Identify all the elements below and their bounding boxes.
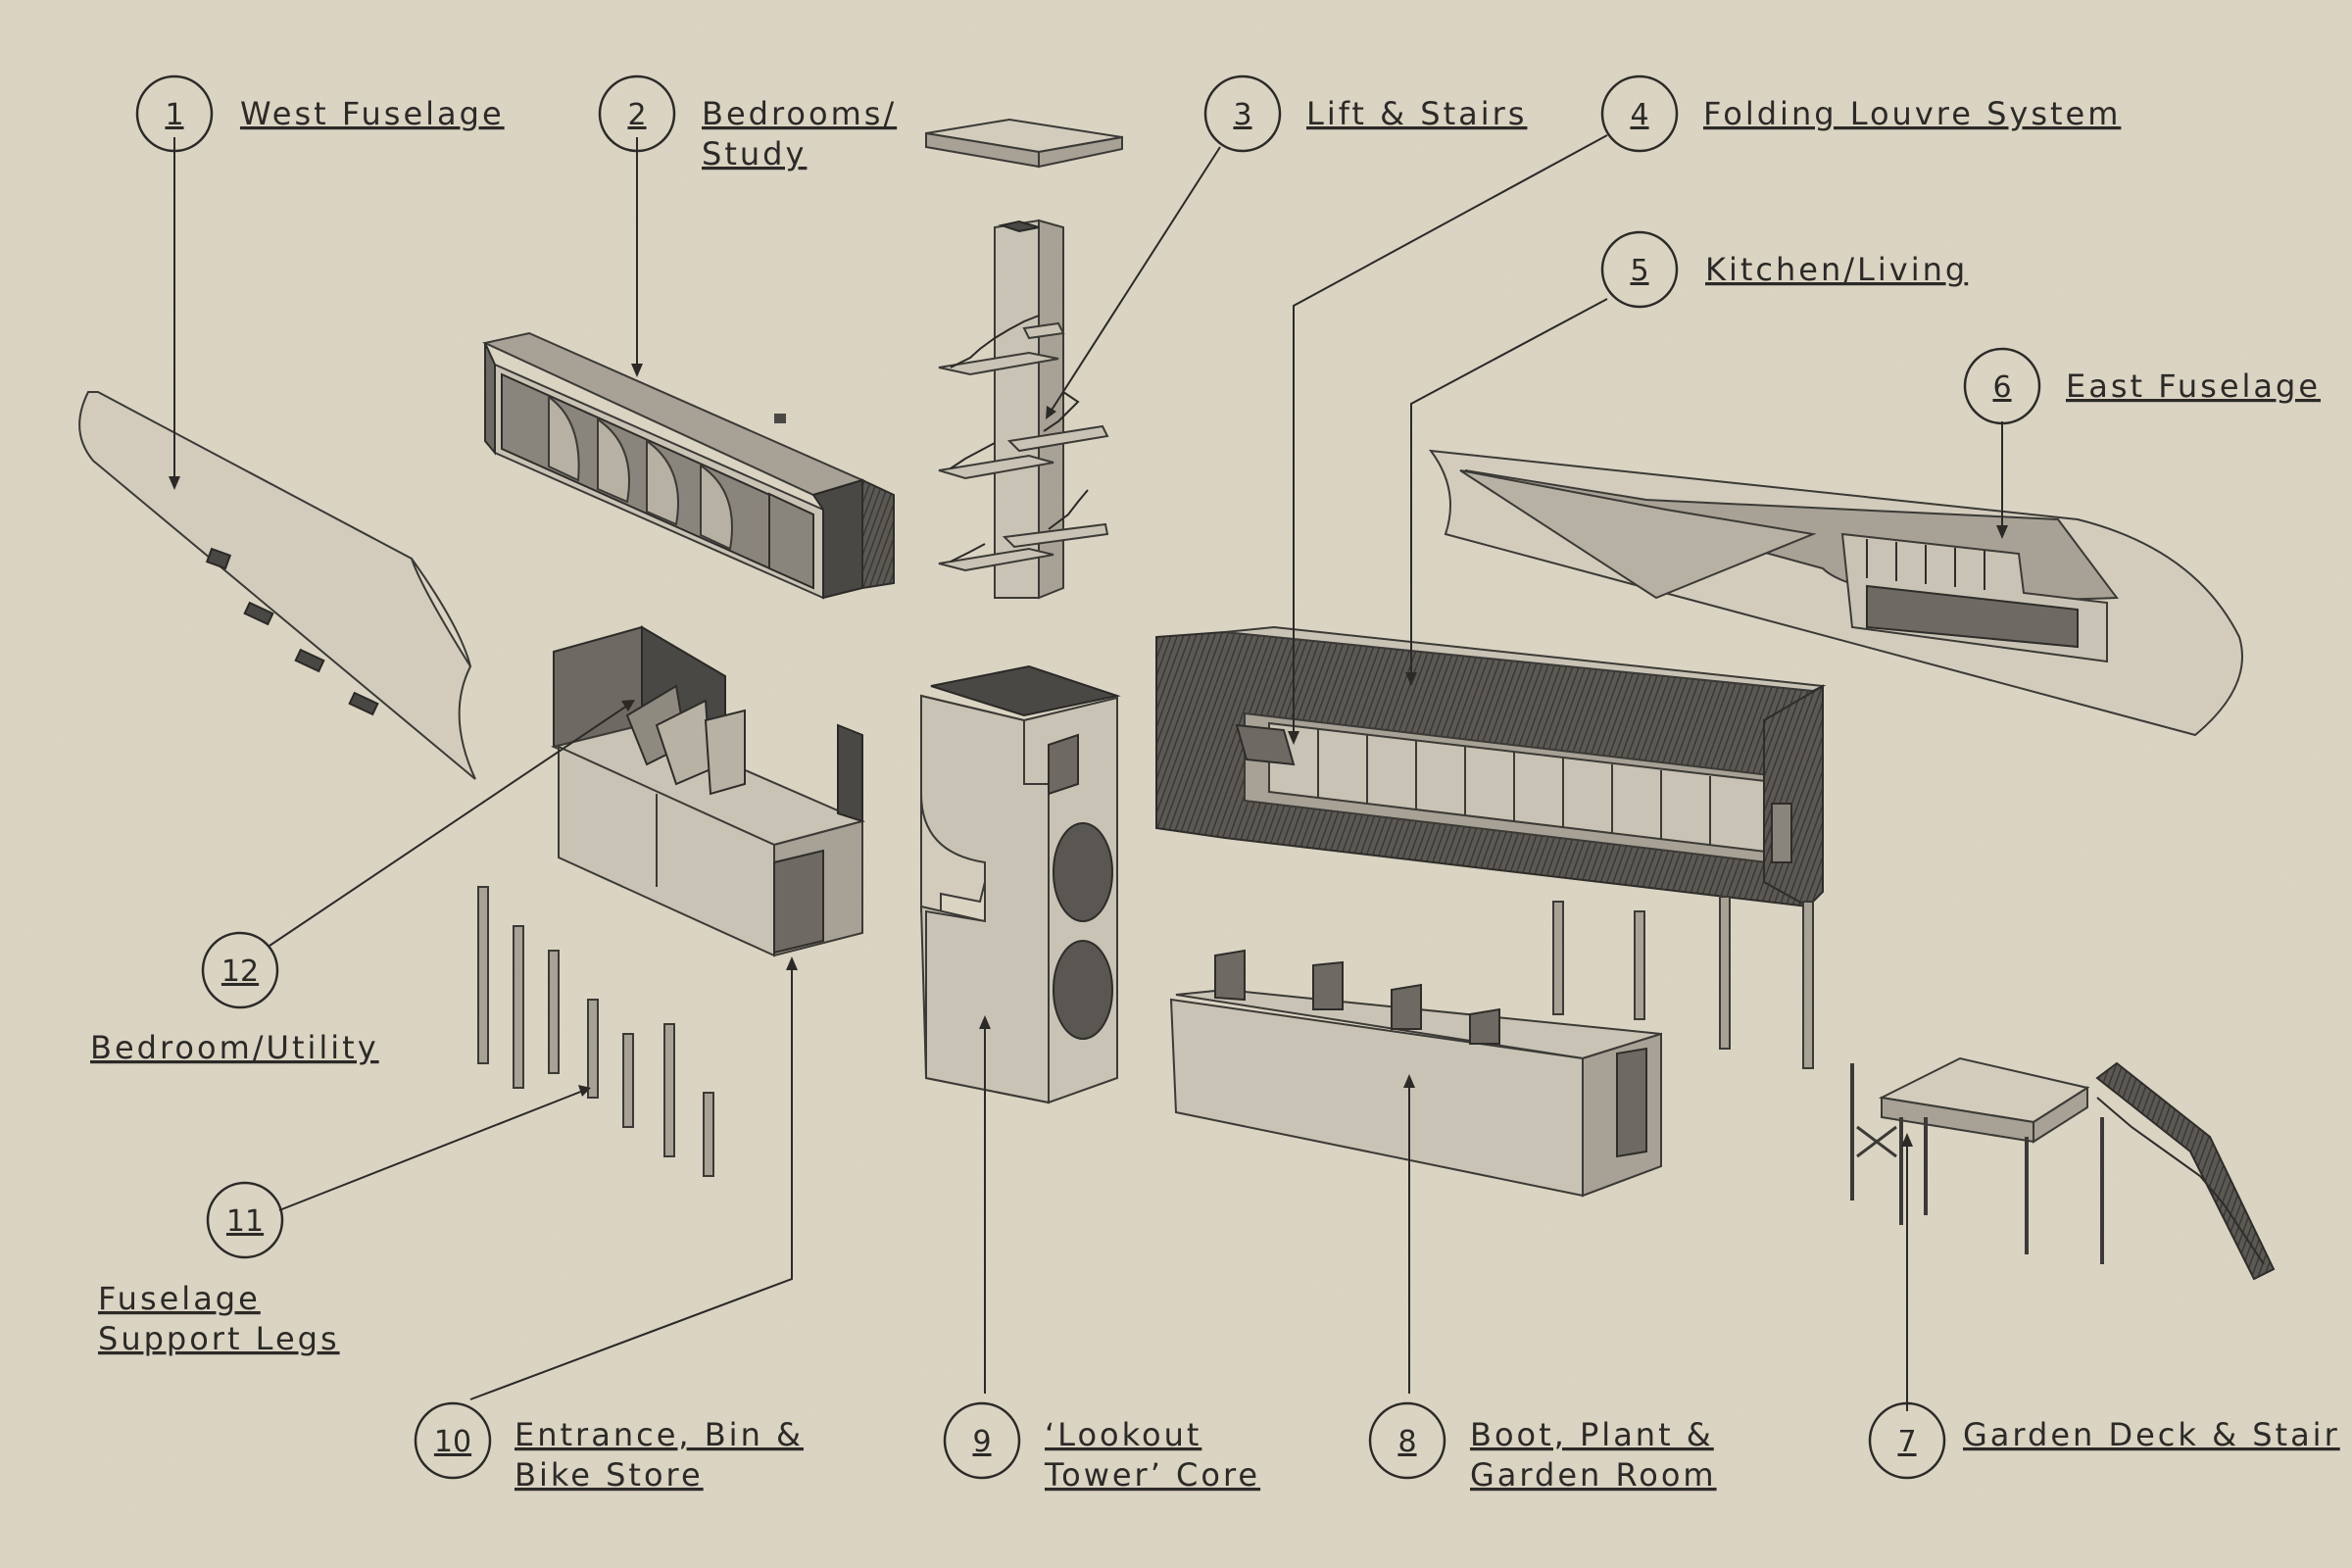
lift-stairs-drawing (925, 118, 1123, 600)
callout-11-label-line-1: Fuselage (98, 1280, 261, 1317)
callout-2: 2 Bedrooms/ Study (598, 74, 897, 172)
callout-9: 9 ‘Lookout Tower’ Core (943, 1401, 1260, 1494)
callout-6-number: 6 (1992, 370, 2011, 405)
west-fuselage-drawing (78, 391, 476, 780)
callout-9-ring (943, 1401, 1021, 1480)
support-legs-drawing (477, 886, 714, 1177)
callout-9-label-line-2: Tower’ Core (1044, 1456, 1260, 1494)
callout-5-label: Kitchen/Living (1705, 251, 1968, 288)
callout-3-ring (1203, 74, 1282, 153)
callout-5: 5 Kitchen/Living (1600, 230, 1968, 309)
callout-10-label-line-2: Bike Store (514, 1456, 704, 1494)
kitchen-living-drawing (1155, 625, 1827, 1069)
callout-4-number: 4 (1630, 98, 1648, 132)
callout-10: 10 Entrance, Bin & Bike Store (414, 1401, 804, 1494)
callout-12: 12 Bedroom/Utility (90, 931, 379, 1066)
callout-6: 6 East Fuselage (1963, 347, 2321, 425)
callout-11-ring (206, 1181, 284, 1259)
boot-plant-garden-room-drawing (1169, 949, 1662, 1198)
callout-10-number: 10 (434, 1425, 471, 1459)
callout-8: 8 Boot, Plant & Garden Room (1368, 1401, 1717, 1494)
callout-2-number: 2 (627, 98, 646, 132)
bedroom-utility-drawing (550, 625, 866, 957)
callout-10-label-line-1: Entrance, Bin & (514, 1416, 804, 1453)
callout-3: 3 Lift & Stairs (1203, 74, 1527, 153)
callout-11-label-line-2: Support Legs (98, 1320, 340, 1357)
callout-3-label: Lift & Stairs (1306, 95, 1527, 132)
garden-deck-stair-drawing (1850, 1056, 2276, 1281)
callout-10-ring (414, 1401, 492, 1480)
callout-12-number: 12 (221, 955, 259, 989)
callout-5-ring (1600, 230, 1679, 309)
east-fuselage-drawing (1428, 449, 2243, 737)
callout-6-label: East Fuselage (2066, 368, 2321, 405)
callout-2-ring (598, 74, 676, 153)
callout-11-number: 11 (226, 1204, 264, 1239)
callout-7-number: 7 (1897, 1425, 1916, 1459)
callout-4: 4 Folding Louvre System (1600, 74, 2121, 153)
callout-7-ring (1868, 1401, 1946, 1480)
callout-8-label-line-1: Boot, Plant & (1470, 1416, 1714, 1453)
lookout-tower-drawing (919, 664, 1121, 1104)
callout-8-label-line-2: Garden Room (1470, 1456, 1717, 1494)
callout-1-label: West Fuselage (240, 95, 505, 132)
callout-8-number: 8 (1397, 1425, 1416, 1459)
callout-4-label: Folding Louvre System (1703, 95, 2121, 132)
callout-4-ring (1600, 74, 1679, 153)
callout-5-number: 5 (1630, 254, 1648, 288)
callout-1-number: 1 (165, 98, 183, 132)
callout-3-number: 3 (1233, 98, 1251, 132)
callout-2-label-line-2: Study (702, 135, 807, 172)
callout-1-ring (135, 74, 214, 153)
callout-9-number: 9 (972, 1425, 991, 1459)
callout-11: 11 Fuselage Support Legs (98, 1181, 340, 1357)
bedrooms-study-drawing (481, 331, 895, 600)
callout-6-ring (1963, 347, 2041, 425)
callout-7: 7 Garden Deck & Stair (1868, 1401, 2340, 1480)
callout-1: 1 West Fuselage (135, 74, 505, 153)
leader-lines (169, 134, 2008, 1411)
callout-8-ring (1368, 1401, 1446, 1480)
callout-12-ring (201, 931, 279, 1009)
callout-7-label: Garden Deck & Stair (1963, 1416, 2340, 1453)
callout-2-label-line-1: Bedrooms/ (702, 95, 897, 132)
callout-12-label: Bedroom/Utility (90, 1029, 379, 1066)
callout-9-label-line-1: ‘Lookout (1045, 1416, 1201, 1453)
